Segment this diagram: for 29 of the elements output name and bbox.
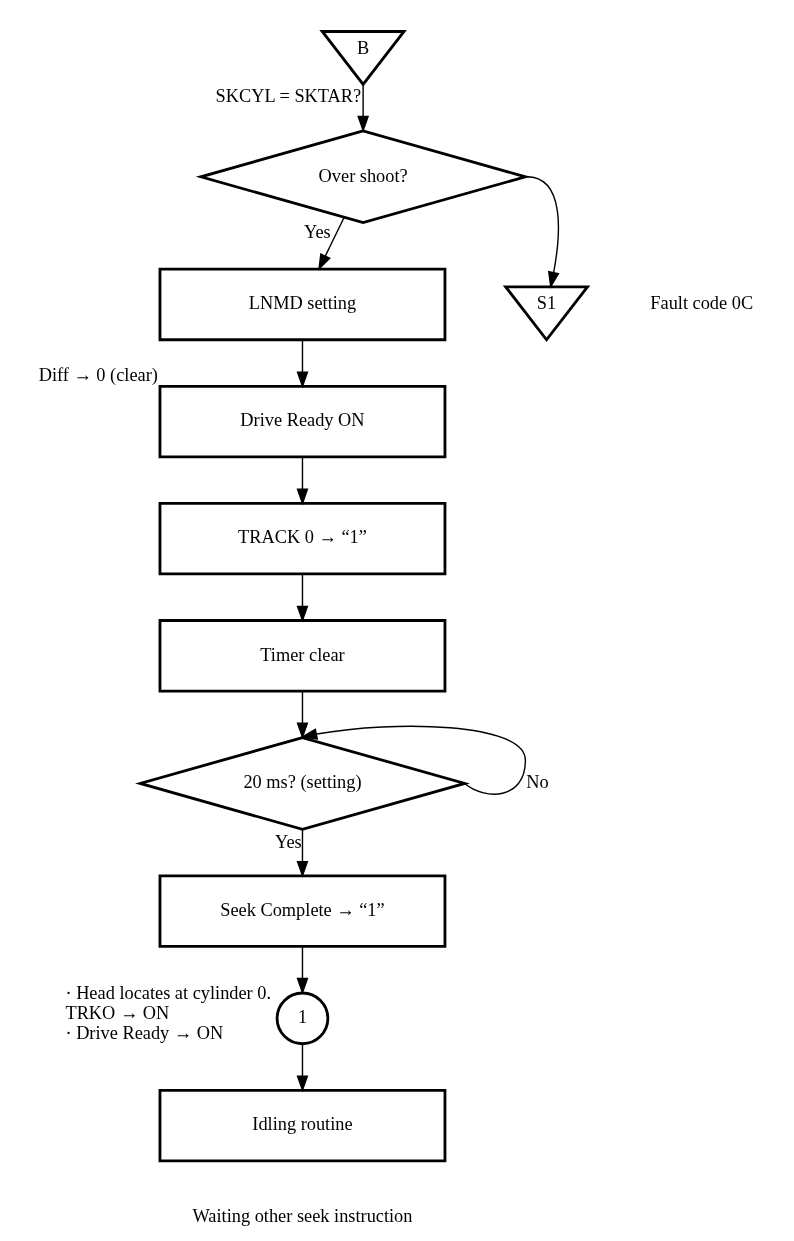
node-label: Waiting other seek instruction bbox=[192, 1206, 413, 1227]
arrow bbox=[296, 339, 309, 389]
arrow bbox=[296, 1043, 309, 1093]
arrow bbox=[296, 946, 309, 995]
node-box: Seek Complete → “1” bbox=[158, 874, 447, 948]
edge-label: Yes bbox=[303, 222, 331, 243]
arrow bbox=[318, 217, 345, 271]
edge-label: No bbox=[526, 772, 549, 793]
edge-label: Yes bbox=[275, 831, 302, 852]
node-circle: 1 bbox=[275, 991, 330, 1046]
node-box: LNMD setting bbox=[158, 267, 447, 342]
node-box: Timer clear bbox=[158, 619, 447, 693]
edge-label: SKCYL = SKTAR? bbox=[215, 86, 362, 107]
arrow bbox=[357, 83, 370, 133]
arrow bbox=[296, 690, 309, 740]
node-box: TRACK 0 → “1” bbox=[158, 502, 447, 576]
arrow bbox=[300, 725, 527, 795]
node-label: · Drive Ready → ON bbox=[65, 1022, 224, 1043]
node-diamond: 20 ms? (setting) bbox=[135, 736, 470, 831]
node-box: Drive Ready ON bbox=[158, 384, 447, 459]
arrow bbox=[296, 456, 309, 506]
node-box: Idling routine bbox=[158, 1088, 447, 1163]
node-label: Fault code 0C bbox=[650, 293, 754, 314]
arrow bbox=[296, 573, 309, 623]
node-label: TRKO → ON bbox=[65, 1002, 170, 1023]
arrow bbox=[296, 829, 309, 878]
arrow bbox=[526, 176, 560, 289]
node-label: · Head locates at cylinder 0. bbox=[65, 983, 272, 1004]
node-label: Diff → 0 (clear) bbox=[38, 365, 158, 386]
